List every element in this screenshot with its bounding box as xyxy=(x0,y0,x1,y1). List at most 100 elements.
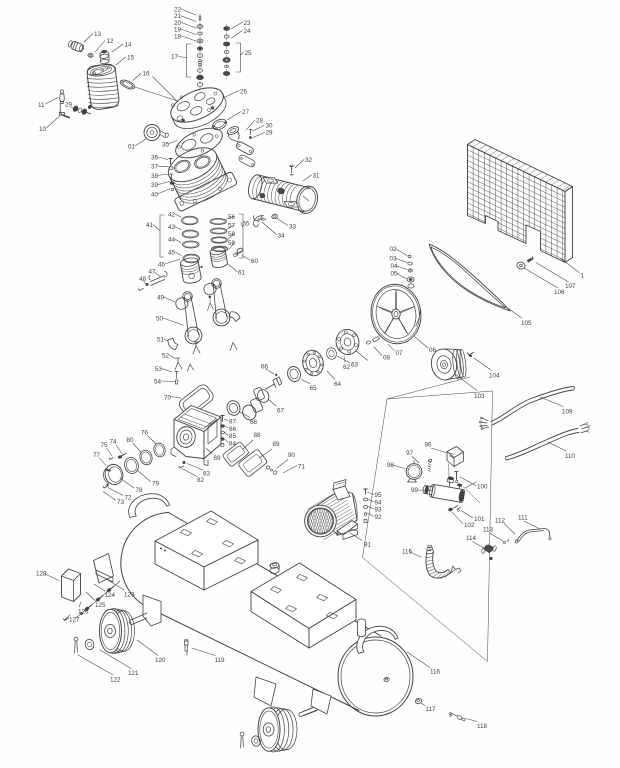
svg-text:31: 31 xyxy=(313,173,321,180)
svg-text:83: 83 xyxy=(203,471,211,478)
svg-text:63: 63 xyxy=(351,362,359,369)
svg-text:110: 110 xyxy=(565,453,576,460)
svg-text:127: 127 xyxy=(69,617,80,624)
svg-text:20: 20 xyxy=(174,20,182,27)
svg-text:95: 95 xyxy=(375,492,383,499)
svg-text:47: 47 xyxy=(149,269,157,276)
svg-text:22: 22 xyxy=(174,7,182,14)
svg-text:97: 97 xyxy=(406,450,414,457)
svg-text:16: 16 xyxy=(143,71,151,78)
svg-text:08: 08 xyxy=(383,355,391,362)
svg-text:25: 25 xyxy=(245,50,253,57)
svg-text:55: 55 xyxy=(243,221,251,228)
svg-text:73: 73 xyxy=(117,499,125,506)
svg-text:98: 98 xyxy=(387,462,395,469)
svg-text:69: 69 xyxy=(214,455,222,462)
svg-text:75: 75 xyxy=(101,442,109,449)
svg-text:115: 115 xyxy=(402,549,413,556)
svg-text:114: 114 xyxy=(466,535,477,542)
svg-text:68: 68 xyxy=(250,419,258,426)
svg-text:21: 21 xyxy=(174,13,182,20)
svg-text:14: 14 xyxy=(125,42,133,49)
svg-text:87: 87 xyxy=(229,419,237,426)
svg-text:124: 124 xyxy=(105,592,116,599)
svg-text:35: 35 xyxy=(162,142,170,149)
svg-text:72: 72 xyxy=(125,495,133,502)
svg-text:84: 84 xyxy=(229,440,237,447)
svg-text:45: 45 xyxy=(168,249,176,256)
svg-text:104: 104 xyxy=(489,373,500,380)
svg-text:61: 61 xyxy=(238,270,246,277)
svg-text:103: 103 xyxy=(474,393,485,400)
svg-text:78: 78 xyxy=(136,487,144,494)
svg-text:18: 18 xyxy=(174,33,182,40)
svg-text:29: 29 xyxy=(65,102,73,109)
svg-text:03: 03 xyxy=(390,256,398,263)
svg-text:17: 17 xyxy=(171,54,179,61)
svg-text:26: 26 xyxy=(240,89,248,96)
svg-text:105: 105 xyxy=(521,320,532,327)
svg-text:50: 50 xyxy=(156,316,164,323)
svg-text:10: 10 xyxy=(39,126,47,133)
svg-text:51: 51 xyxy=(157,337,165,344)
svg-text:58: 58 xyxy=(228,231,236,238)
svg-text:82: 82 xyxy=(197,477,205,484)
svg-text:119: 119 xyxy=(215,657,226,664)
svg-text:32: 32 xyxy=(305,157,313,164)
svg-text:41: 41 xyxy=(146,222,154,229)
svg-text:93: 93 xyxy=(375,507,383,514)
svg-text:44: 44 xyxy=(168,237,176,244)
svg-text:65: 65 xyxy=(310,385,318,392)
svg-text:39: 39 xyxy=(151,182,159,189)
svg-text:123: 123 xyxy=(124,592,135,599)
svg-text:01: 01 xyxy=(128,144,136,151)
svg-text:38: 38 xyxy=(151,173,159,180)
svg-text:85: 85 xyxy=(229,433,237,440)
svg-text:12: 12 xyxy=(107,38,115,45)
svg-text:33: 33 xyxy=(289,224,297,231)
svg-text:90: 90 xyxy=(288,452,296,459)
svg-text:92: 92 xyxy=(375,514,383,521)
svg-text:06: 06 xyxy=(429,347,437,354)
svg-text:109: 109 xyxy=(562,409,573,416)
svg-text:91: 91 xyxy=(364,542,372,549)
svg-text:30: 30 xyxy=(266,123,274,130)
svg-text:42: 42 xyxy=(168,212,176,219)
svg-text:121: 121 xyxy=(128,670,139,677)
svg-text:54: 54 xyxy=(154,379,162,386)
svg-text:89: 89 xyxy=(273,441,281,448)
svg-text:113: 113 xyxy=(483,527,494,534)
svg-text:86: 86 xyxy=(229,426,237,433)
svg-text:80: 80 xyxy=(127,437,135,444)
svg-text:126: 126 xyxy=(78,609,89,616)
svg-text:48: 48 xyxy=(139,276,147,283)
svg-text:71: 71 xyxy=(298,464,306,471)
svg-text:59: 59 xyxy=(228,240,236,247)
svg-text:53: 53 xyxy=(155,366,163,373)
svg-text:11: 11 xyxy=(38,102,45,109)
svg-text:40: 40 xyxy=(151,191,159,198)
svg-text:34: 34 xyxy=(278,233,286,240)
svg-text:128: 128 xyxy=(36,571,47,578)
svg-text:37: 37 xyxy=(151,164,159,171)
svg-text:19: 19 xyxy=(174,27,182,34)
svg-text:29: 29 xyxy=(266,130,274,137)
svg-text:74: 74 xyxy=(110,439,118,446)
svg-text:46: 46 xyxy=(158,262,166,269)
svg-text:05: 05 xyxy=(391,271,399,278)
svg-text:100: 100 xyxy=(477,484,488,491)
svg-text:28: 28 xyxy=(256,118,264,125)
svg-text:02: 02 xyxy=(390,246,398,253)
svg-text:88: 88 xyxy=(254,432,262,439)
svg-text:118: 118 xyxy=(477,723,488,730)
svg-text:62: 62 xyxy=(343,364,351,371)
svg-text:77: 77 xyxy=(93,452,101,459)
svg-text:111: 111 xyxy=(518,515,528,522)
svg-text:79: 79 xyxy=(152,481,160,488)
svg-text:102: 102 xyxy=(464,522,475,529)
svg-text:67: 67 xyxy=(277,408,285,415)
svg-text:96: 96 xyxy=(425,442,433,449)
svg-text:106: 106 xyxy=(554,289,565,296)
svg-text:56: 56 xyxy=(228,214,236,221)
svg-text:57: 57 xyxy=(228,223,236,230)
